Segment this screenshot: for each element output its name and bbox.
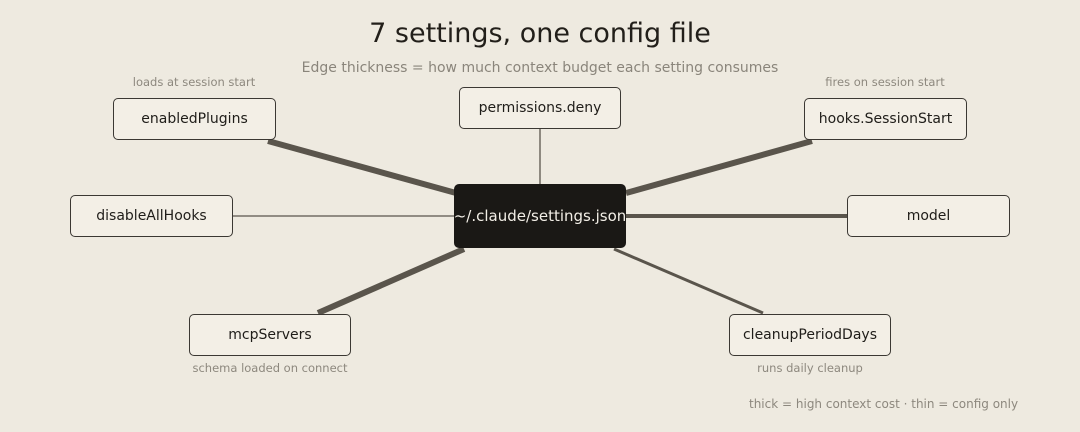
diagram-title: 7 settings, one config file [369, 18, 711, 49]
note-hooks-session-start: fires on session start [825, 75, 945, 89]
legend-footer: thick = high context cost · thin = confi… [749, 397, 1019, 411]
node-mcp-servers: mcpServers [189, 314, 351, 356]
edge-enabled-plugins [267, 138, 457, 196]
node-cleanup-period-days: cleanupPeriodDays [729, 314, 891, 356]
diagram-subtitle: Edge thickness = how much context budget… [301, 60, 779, 76]
note-mcp-servers: schema loaded on connect [192, 361, 348, 375]
edge-cleanup-period-days [613, 247, 764, 315]
settings-json-node: ~/.claude/settings.json [454, 184, 626, 248]
edge-hooks-session-start [625, 138, 813, 196]
node-model: model [847, 195, 1010, 237]
node-enabled-plugins: enabledPlugins [113, 98, 276, 140]
node-hooks-session-start: hooks.SessionStart [804, 98, 967, 140]
note-cleanup-period-days: runs daily cleanup [757, 361, 863, 375]
node-disable-all-hooks: disableAllHooks [70, 195, 233, 237]
edge-mcp-servers [316, 246, 466, 316]
note-enabled-plugins: loads at session start [132, 75, 256, 89]
node-permissions-deny: permissions.deny [459, 87, 621, 129]
